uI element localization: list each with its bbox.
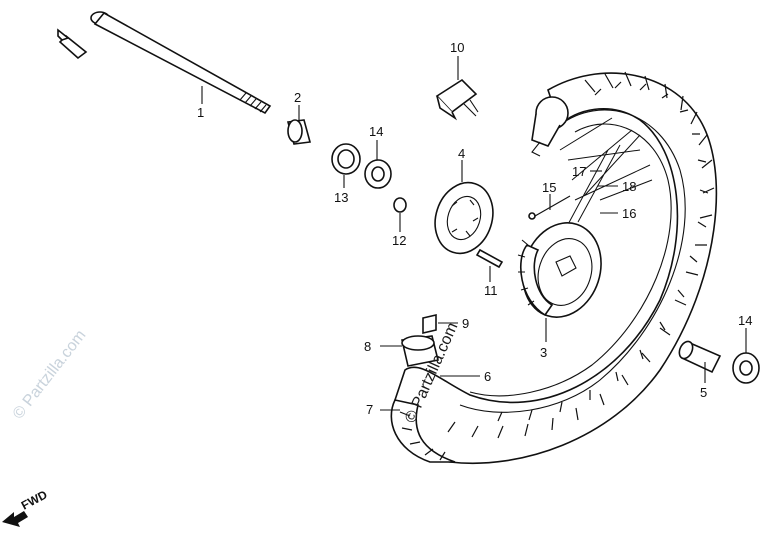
- callout-4: 4: [458, 146, 465, 161]
- callout-18: 18: [622, 179, 636, 194]
- callout-14-right: 14: [738, 313, 752, 328]
- callout-7: 7: [366, 402, 373, 417]
- leader-lines: [201, 56, 747, 411]
- part-bearing-left: [364, 159, 392, 189]
- callout-labels: 1 2 3 4 5 6 7 8 9 10 11 12 13 14 14 15 1…: [197, 40, 752, 417]
- callout-14-left: 14: [369, 124, 383, 139]
- forward-direction-indicator: FWD: [2, 487, 50, 527]
- callout-10: 10: [450, 40, 464, 55]
- part-disc: [434, 181, 494, 255]
- callout-6: 6: [484, 369, 491, 384]
- part-clip: [422, 313, 437, 335]
- callout-9: 9: [462, 316, 469, 331]
- callout-11: 11: [484, 283, 498, 298]
- part-axle: [57, 11, 272, 115]
- callout-17: 17: [572, 164, 586, 179]
- callout-5: 5: [700, 385, 707, 400]
- part-dust-seal: [331, 143, 361, 175]
- part-bearing-right: [732, 352, 760, 384]
- wheel-assembly: [390, 71, 718, 465]
- callout-12: 12: [392, 233, 406, 248]
- part-spacer-right: [678, 340, 722, 374]
- callout-16: 16: [622, 206, 636, 221]
- direction-label: FWD: [19, 487, 50, 512]
- part-nut: [393, 197, 407, 213]
- part-pin: [475, 248, 504, 269]
- callout-2: 2: [294, 90, 301, 105]
- callout-15: 15: [542, 180, 556, 195]
- callout-3: 3: [540, 345, 547, 360]
- part-collar: [286, 119, 312, 145]
- callout-1: 1: [197, 105, 204, 120]
- forward-arrow-icon: [2, 511, 28, 527]
- part-collar-left: [401, 335, 439, 367]
- callout-13: 13: [334, 190, 348, 205]
- callout-8: 8: [364, 339, 371, 354]
- part-gearbox: [435, 78, 479, 121]
- watermark-left: © Partzilla.com: [10, 327, 90, 422]
